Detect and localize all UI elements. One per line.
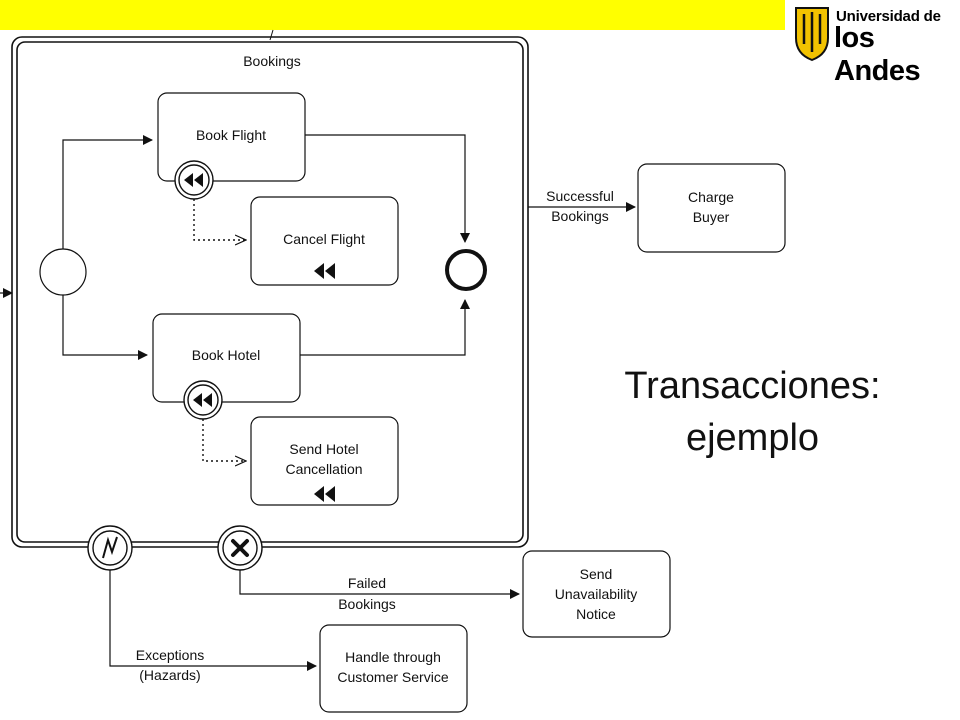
task-send-hotel-cancellation[interactable] (250, 416, 399, 506)
edge-fragment (269, 29, 274, 41)
flow-successful-label-1: Successful (546, 188, 614, 204)
rewind-icon (184, 173, 203, 187)
task-send-hotel-cancellation-label-2: Cancellation (285, 461, 362, 477)
task-send-unavailability-label-1: Send (580, 566, 613, 582)
logo-line-2: los Andes (834, 22, 921, 87)
flow-flight-to-end (305, 134, 470, 243)
logo-line-1: Universidad de (836, 8, 941, 25)
task-handle-customer-label-2: Customer Service (337, 669, 448, 685)
slide-title: Transacciones: ejemplo (590, 360, 915, 464)
task-charge-buyer-label-1: Charge (688, 189, 734, 205)
task-send-unavailability-label-3: Notice (576, 606, 616, 622)
task-handle-customer-label-1: Handle through (345, 649, 441, 665)
task-handle-customer-service[interactable] (319, 624, 468, 713)
flow-successful-label-2: Bookings (551, 208, 609, 224)
flow-to-book-flight (62, 135, 153, 249)
task-book-flight[interactable] (157, 92, 306, 182)
subprocess-label: Bookings (243, 53, 301, 69)
flow-failed-label-1: Failed (348, 575, 386, 591)
task-book-hotel-label: Book Hotel (192, 347, 260, 363)
flow-exceptions-label-2: (Hazards) (139, 667, 200, 683)
cancel-x-icon (231, 539, 249, 557)
flow-to-book-hotel (62, 295, 148, 360)
lightning-icon (102, 536, 118, 559)
rewind-icon (193, 393, 212, 407)
top-accent-bar (0, 0, 785, 30)
association-hotel-cancellation (202, 419, 246, 461)
flow-exceptions (109, 570, 317, 671)
task-charge-buyer[interactable] (637, 163, 786, 253)
university-shield-icon (795, 7, 829, 62)
rewind-icon (314, 486, 335, 502)
slide-title-line-2: ejemplo (685, 417, 820, 459)
task-cancel-flight-label: Cancel Flight (283, 231, 365, 247)
flow-hotel-to-end (300, 299, 470, 356)
task-book-hotel[interactable] (152, 313, 301, 403)
start-event[interactable] (39, 248, 87, 296)
end-event[interactable] (445, 249, 487, 291)
flow-failed-label-2: Bookings (338, 596, 396, 612)
task-book-flight-label: Book Flight (196, 127, 266, 143)
rewind-icon (314, 263, 335, 279)
task-send-hotel-cancellation-label-1: Send Hotel (289, 441, 358, 457)
task-send-unavailability-notice[interactable] (522, 550, 671, 638)
association-cancel-flight (193, 199, 246, 240)
flow-exceptions-label-1: Exceptions (136, 647, 204, 663)
flow-failed-bookings (239, 570, 520, 599)
university-logo: Universidad de los Andes (790, 0, 960, 87)
task-charge-buyer-label-2: Buyer (693, 209, 730, 225)
task-cancel-flight[interactable] (250, 196, 399, 286)
task-send-unavailability-label-2: Unavailability (555, 586, 637, 602)
slide-title-line-1: Transacciones: (624, 365, 881, 407)
